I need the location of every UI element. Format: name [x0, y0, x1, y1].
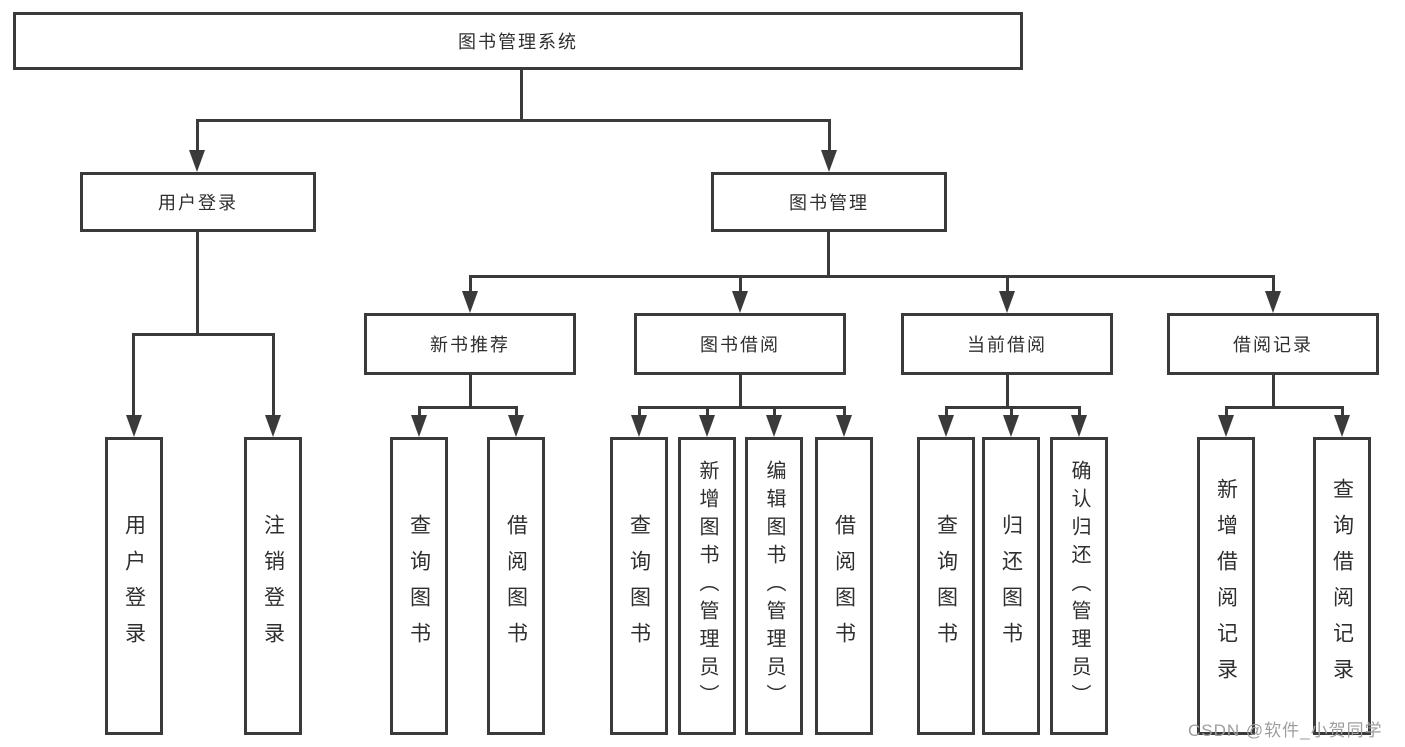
leaf-label: 新增图书（管理员） [696, 460, 718, 712]
node-label: 用户登录 [158, 193, 238, 213]
leaf-confirm-return-admin: 确认归还（管理员） [1050, 437, 1108, 735]
arrow-down-icon [265, 415, 281, 437]
arrow-down-icon [766, 415, 782, 437]
connector-line [1272, 275, 1275, 293]
connector-line [132, 333, 135, 417]
connector-line [706, 406, 709, 417]
connector-line [739, 275, 742, 293]
connector-line [1006, 275, 1009, 293]
connector-line [945, 406, 1081, 409]
arrow-down-icon [126, 415, 142, 437]
node-borrow-records: 借阅记录 [1167, 313, 1379, 375]
node-label: 借阅记录 [1233, 335, 1313, 355]
node-book-management: 图书管理 [711, 172, 947, 232]
arrow-down-icon [1071, 415, 1087, 437]
connector-line [739, 375, 742, 408]
leaf-label: 编辑图书（管理员） [763, 460, 785, 712]
connector-line [1341, 406, 1344, 417]
leaf-label: 查询图书 [627, 514, 651, 658]
connector-line [843, 406, 846, 417]
connector-line [1010, 406, 1013, 417]
arrow-down-icon [938, 415, 954, 437]
arrow-down-icon [411, 415, 427, 437]
connector-line [196, 119, 199, 151]
leaf-edit-books-admin: 编辑图书（管理员） [745, 437, 803, 735]
arrow-down-icon [699, 415, 715, 437]
arrow-down-icon [631, 415, 647, 437]
arrow-down-icon [1003, 415, 1019, 437]
node-label: 图书借阅 [700, 335, 780, 355]
leaf-label: 注销登录 [261, 514, 285, 658]
leaf-add-books-admin: 新增图书（管理员） [678, 437, 736, 735]
arrow-down-icon [508, 415, 524, 437]
leaf-borrow-books-recommend: 借阅图书 [487, 437, 545, 735]
node-label: 图书管理 [789, 193, 869, 213]
connector-line [469, 275, 472, 293]
leaf-label: 查询借阅记录 [1330, 478, 1354, 694]
connector-line [1078, 406, 1081, 417]
node-user-login: 用户登录 [80, 172, 316, 232]
arrow-down-icon [189, 150, 205, 172]
leaf-label: 归还图书 [999, 514, 1023, 658]
connector-line [828, 119, 831, 151]
connector-line [418, 406, 518, 409]
connector-line [638, 406, 846, 409]
leaf-return-books: 归还图书 [982, 437, 1040, 735]
node-book-management-system: 图书管理系统 [13, 12, 1023, 70]
node-new-book-recommend: 新书推荐 [364, 313, 576, 375]
leaf-label: 借阅图书 [832, 514, 856, 658]
leaf-label: 新增借阅记录 [1214, 478, 1238, 694]
connector-line [132, 333, 275, 336]
connector-line [196, 232, 199, 336]
connector-line [469, 375, 472, 408]
connector-line [773, 406, 776, 417]
arrow-down-icon [732, 291, 748, 313]
connector-line [1272, 375, 1275, 408]
leaf-query-borrow-record: 查询借阅记录 [1313, 437, 1371, 735]
leaf-label: 查询图书 [407, 514, 431, 658]
node-book-borrow: 图书借阅 [634, 313, 846, 375]
leaf-user-login: 用户登录 [105, 437, 163, 735]
leaf-add-borrow-record: 新增借阅记录 [1197, 437, 1255, 735]
connector-line [196, 119, 831, 122]
arrow-down-icon [1218, 415, 1234, 437]
node-label: 新书推荐 [430, 335, 510, 355]
connector-line [469, 275, 1275, 278]
connector-line [638, 406, 641, 417]
connector-line [515, 406, 518, 417]
connector-line [827, 232, 830, 278]
leaf-query-books-borrow: 查询图书 [610, 437, 668, 735]
connector-line [1225, 406, 1344, 409]
arrow-down-icon [1265, 291, 1281, 313]
connector-line [418, 406, 421, 417]
leaf-label: 用户登录 [122, 514, 146, 658]
arrow-down-icon [836, 415, 852, 437]
csdn-watermark: CSDN @软件_小贺同学 [1188, 721, 1383, 740]
leaf-label: 查询图书 [934, 514, 958, 658]
leaf-query-books-current: 查询图书 [917, 437, 975, 735]
leaf-label: 借阅图书 [504, 514, 528, 658]
arrow-down-icon [462, 291, 478, 313]
arrow-down-icon [1334, 415, 1350, 437]
arrow-down-icon [821, 150, 837, 172]
leaf-logout: 注销登录 [244, 437, 302, 735]
connector-line [520, 70, 523, 121]
node-label: 图书管理系统 [458, 32, 578, 52]
node-current-borrow: 当前借阅 [901, 313, 1113, 375]
arrow-down-icon [999, 291, 1015, 313]
connector-line [1225, 406, 1228, 417]
leaf-borrow-books: 借阅图书 [815, 437, 873, 735]
leaf-query-books-recommend: 查询图书 [390, 437, 448, 735]
connector-line [1006, 375, 1009, 408]
connector-line [272, 333, 275, 417]
connector-line [945, 406, 948, 417]
node-label: 当前借阅 [967, 335, 1047, 355]
leaf-label: 确认归还（管理员） [1068, 460, 1090, 712]
